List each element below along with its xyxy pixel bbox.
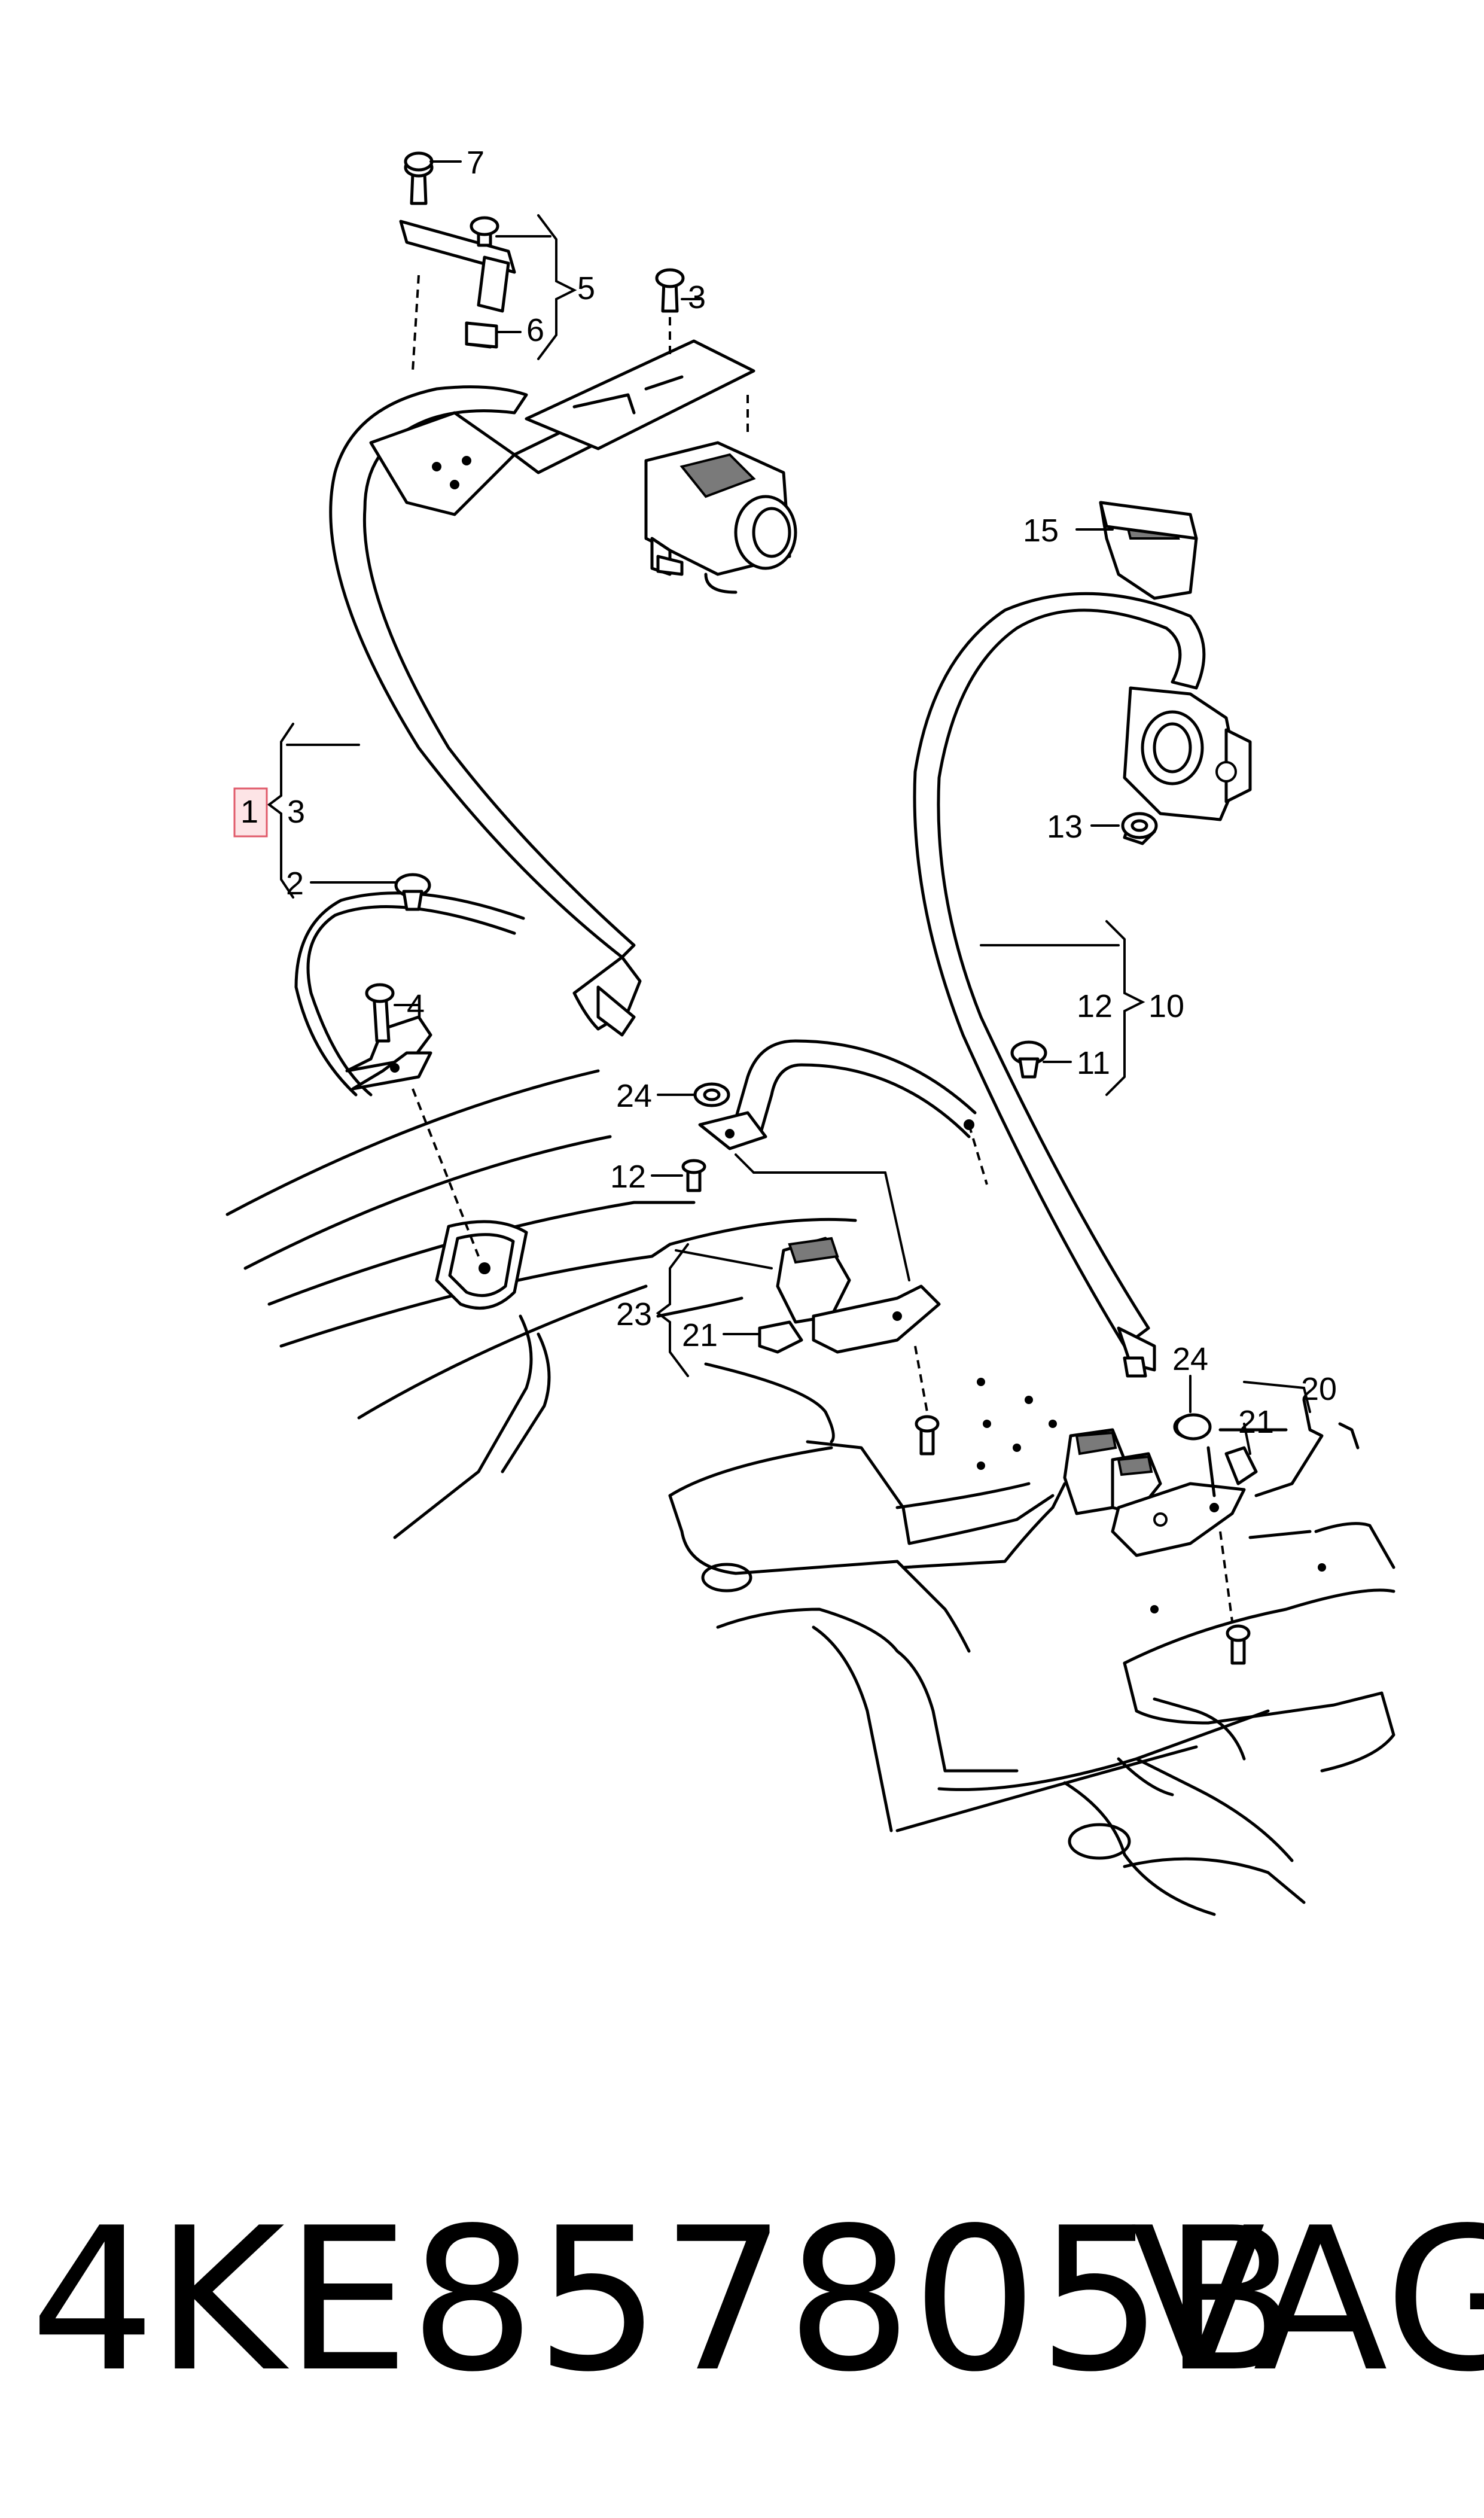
right-buckle-assembly bbox=[1063, 1398, 1360, 1665]
seat-belt-exploded-diagram: 7 5 3 6 15 1 3 13 2 4 12 10 11 24 12 23 … bbox=[226, 145, 1395, 1916]
callout-20: 20 bbox=[1301, 1371, 1337, 1407]
part-number: 4KE857805B bbox=[30, 2185, 1299, 2415]
callout-24-right: 24 bbox=[1172, 1341, 1208, 1377]
callout-labels: 7 5 3 6 15 1 3 13 2 4 12 10 11 24 12 23 … bbox=[240, 145, 1337, 1440]
callout-23: 23 bbox=[616, 1296, 652, 1332]
right-seat-belt-strap bbox=[734, 592, 1206, 1378]
callout-4: 4 bbox=[407, 988, 425, 1024]
callout-6: 6 bbox=[526, 312, 544, 348]
callout-24-left: 24 bbox=[616, 1078, 652, 1114]
callout-21-right: 21 bbox=[1238, 1404, 1274, 1440]
vehicle-floor-outline bbox=[226, 1069, 1395, 1916]
callout-13: 13 bbox=[1047, 809, 1083, 845]
brand-label: VAG bbox=[1130, 2185, 1484, 2415]
center-buckle-assembly bbox=[698, 1111, 941, 1456]
footer: 4KE857805B VAG bbox=[30, 2185, 1484, 2453]
callout-10: 10 bbox=[1148, 988, 1184, 1024]
callout-1: 1 bbox=[240, 794, 258, 830]
callout-leader-lines bbox=[267, 160, 1311, 1455]
left-lower-anchor bbox=[345, 983, 432, 1091]
callout-7: 7 bbox=[467, 145, 484, 181]
callout-5: 5 bbox=[577, 270, 595, 306]
callout-2: 2 bbox=[286, 866, 304, 902]
callout-12-right: 12 bbox=[1077, 988, 1113, 1024]
left-seat-belt-strap bbox=[294, 385, 642, 1257]
callout-3-left: 3 bbox=[287, 794, 305, 830]
floor-anchor-plate bbox=[435, 1220, 528, 1310]
callout-15: 15 bbox=[1023, 513, 1059, 549]
belt-guide-15 bbox=[1099, 501, 1198, 540]
callout-12-left: 12 bbox=[610, 1159, 646, 1195]
callout-11: 11 bbox=[1077, 1045, 1110, 1081]
upper-retractor-assembly bbox=[369, 157, 797, 594]
callout-21-left: 21 bbox=[682, 1317, 718, 1353]
highlight-box bbox=[233, 787, 268, 838]
callout-3-top: 3 bbox=[688, 279, 706, 315]
